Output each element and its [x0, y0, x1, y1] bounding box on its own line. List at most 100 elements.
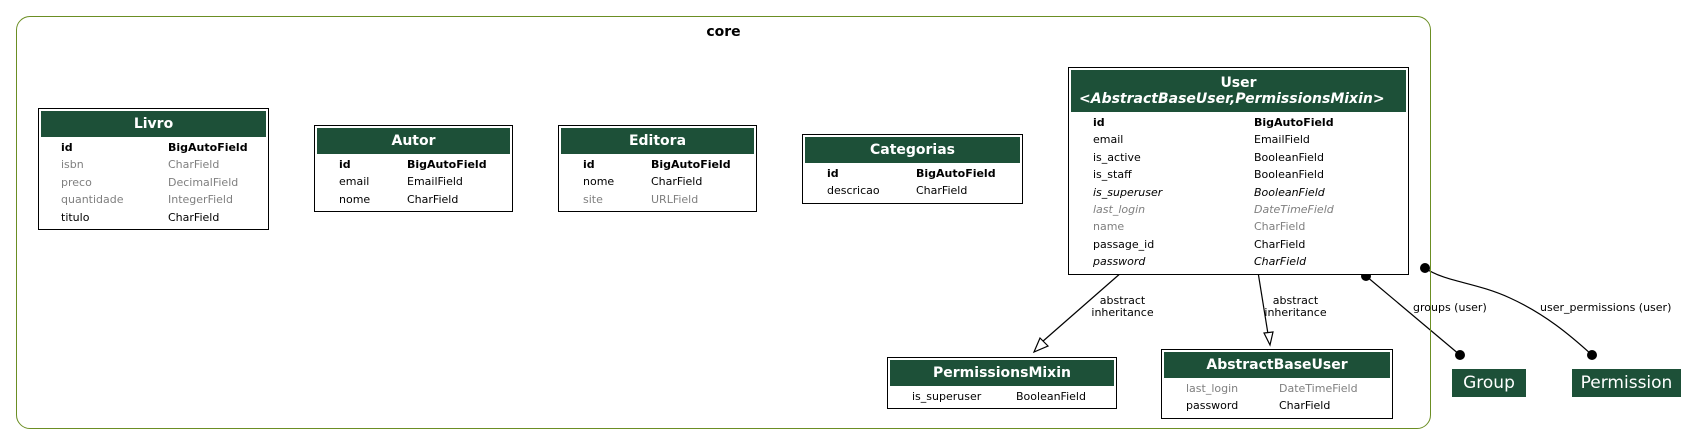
field-type: BigAutoField: [651, 158, 731, 171]
field-name: is_superuser: [912, 390, 982, 403]
field-type: BooleanField: [1016, 390, 1086, 403]
model-abstractbaseuser[interactable]: AbstractBaseUser last_login DateTimeField p…: [1161, 349, 1393, 419]
field-type: CharField: [651, 175, 703, 189]
model-name: Livro: [133, 116, 174, 132]
external-model-permission[interactable]: Permission: [1572, 369, 1681, 397]
cluster-core: core: [16, 16, 1431, 429]
field-type: CharField: [1254, 220, 1306, 234]
edge-label-inherit-permissionsmixin: abstract inheritance: [1085, 295, 1160, 319]
field-type: EmailField: [407, 175, 463, 189]
field-row: nome CharField: [317, 191, 510, 208]
field-name: descricao: [827, 184, 880, 198]
arrowhead-hollow-triangle: [1263, 331, 1274, 347]
field-name: passage_id: [1093, 237, 1155, 251]
field-row: password CharField: [1164, 397, 1390, 414]
field-name: is_superuser: [1093, 185, 1163, 199]
field-type: IntegerField: [168, 193, 233, 207]
field-row: id BigAutoField: [805, 165, 1020, 182]
field-row: is_superuser BooleanField: [1071, 184, 1406, 201]
field-name: email: [339, 175, 370, 189]
field-name: quantidade: [61, 193, 124, 207]
field-name: is_staff: [1093, 168, 1132, 182]
field-name: id: [1093, 116, 1105, 129]
field-row: is_active BooleanField: [1071, 149, 1406, 166]
edge-inherit-abstractbaseuser: [1257, 271, 1269, 335]
field-type: CharField: [407, 192, 459, 206]
field-name: nome: [339, 192, 371, 206]
field-type: BigAutoField: [168, 141, 248, 154]
field-type: EmailField: [1254, 133, 1310, 147]
field-name: id: [583, 158, 595, 171]
model-fields: id BigAutoField email EmailField nome CharFie…: [317, 154, 510, 209]
field-name: password: [1093, 255, 1146, 269]
field-name: is_active: [1093, 150, 1141, 164]
model-name: Autor: [391, 133, 436, 149]
edge-groups: [1365, 275, 1461, 356]
model-header: Autor: [317, 128, 510, 154]
model-subtitle: <AbstractBaseUser,PermissionsMixin>: [1079, 91, 1385, 107]
field-row: id BigAutoField: [317, 156, 510, 173]
field-type: BooleanField: [1254, 185, 1325, 199]
field-name: id: [827, 167, 839, 180]
model-header: User<AbstractBaseUser,PermissionsMixin>: [1071, 70, 1406, 112]
field-type: URLField: [651, 192, 699, 206]
model-user[interactable]: User<AbstractBaseUser,PermissionsMixin> i…: [1068, 67, 1409, 275]
field-name: password: [1186, 399, 1239, 413]
field-type: CharField: [168, 210, 220, 224]
edge-label-user-permissions: user_permissions (user): [1540, 301, 1672, 314]
field-type: DateTimeField: [1254, 202, 1334, 216]
field-type: BooleanField: [1254, 150, 1324, 164]
edge-inherit-permissionsmixin: [1041, 271, 1123, 343]
field-name: email: [1093, 133, 1124, 147]
field-type: CharField: [1279, 399, 1331, 413]
model-permissionsmixin[interactable]: PermissionsMixin is_superuser BooleanField: [887, 357, 1117, 410]
field-row: id BigAutoField: [561, 156, 754, 173]
field-type: BigAutoField: [916, 167, 996, 180]
model-header: PermissionsMixin: [890, 360, 1114, 386]
model-name: User: [1220, 75, 1257, 91]
edge-label-line: abstract: [1099, 294, 1146, 307]
field-name: last_login: [1186, 382, 1239, 395]
field-type: BigAutoField: [407, 158, 487, 171]
model-header: AbstractBaseUser: [1164, 352, 1390, 378]
field-type: CharField: [168, 158, 220, 172]
edge-label-inherit-abstractbaseuser: abstract inheritance: [1258, 295, 1333, 319]
model-autor[interactable]: Autor id BigAutoField email EmailField nome Ch…: [314, 125, 513, 213]
field-name: id: [339, 158, 351, 171]
model-name: Categorias: [869, 142, 956, 158]
edge-endpoint-dot: [1455, 350, 1465, 360]
field-type: DateTimeField: [1279, 382, 1358, 395]
edge-label-groups: groups (user): [1413, 301, 1487, 314]
external-model-group[interactable]: Group: [1452, 369, 1526, 397]
field-row: id BigAutoField: [41, 139, 266, 156]
model-fields: is_superuser BooleanField: [890, 386, 1114, 406]
field-type: BooleanField: [1254, 168, 1324, 182]
edge-label-line: inheritance: [1091, 306, 1154, 319]
edge-label-line: abstract: [1272, 294, 1319, 307]
field-row: isbn CharField: [41, 156, 266, 173]
field-name: nome: [583, 175, 615, 189]
model-header: Editora: [561, 128, 754, 154]
model-name: PermissionsMixin: [933, 365, 1071, 381]
field-name: id: [61, 141, 73, 154]
field-type: DecimalField: [168, 175, 239, 189]
model-name: AbstractBaseUser: [1206, 357, 1348, 373]
field-row: quantidade IntegerField: [41, 191, 266, 208]
model-header: Categorias: [805, 137, 1020, 163]
field-name: isbn: [61, 158, 84, 172]
